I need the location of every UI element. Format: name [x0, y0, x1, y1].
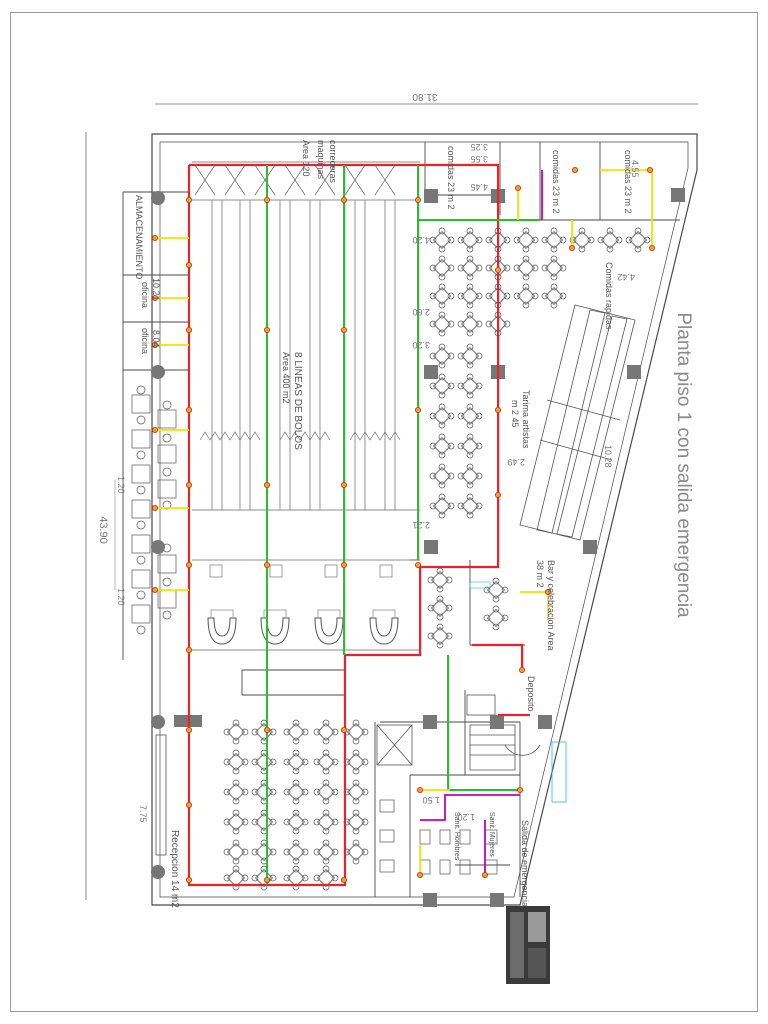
dim-7-75: 7.75: [138, 805, 148, 823]
dim-3-25: 3.25: [470, 142, 488, 152]
evacuation-route-red: [187, 163, 530, 887]
dim-1-20-wc: 1.20: [457, 812, 475, 822]
stairs-lift: [376, 694, 541, 771]
dim-3-20: 3.20: [412, 340, 430, 350]
emergency-lights: [151, 166, 655, 883]
label-salida: Salida de emergencia: [520, 820, 530, 907]
label-comidas-rapidas: Comidas rapidas: [604, 262, 614, 330]
label-recepcion: Recepcion 14 m2: [169, 830, 180, 908]
label-tarima-area: m 2 45: [510, 400, 520, 428]
label-oficina-1: oficina: [140, 282, 150, 308]
dimension-labels: 7.75 4.45 4.55 3.25 3.55 4.42 10.28 2.49…: [138, 142, 640, 823]
label-area-1: 10.21: [151, 278, 161, 301]
escalators: [519, 304, 636, 541]
cyan-annotations: [469, 581, 567, 803]
dim-2-21: 2.21: [412, 520, 430, 530]
label-correderas: correderas: [328, 140, 338, 184]
room-labels: ALMACENAMIENTO oficina oficina 10.21 8.0…: [134, 140, 633, 908]
dim-4-42: 4.42: [617, 272, 635, 282]
dim-3-55: 3.55: [470, 154, 488, 164]
ball-returns: [207, 564, 399, 645]
label-bar-area: 38 m 2: [535, 560, 545, 588]
bowling-lanes: [192, 161, 420, 651]
left-dimension: 43.90 1.20 1.20: [85, 132, 126, 900]
label-area-120: Area 120: [301, 140, 311, 177]
wc-route-magenta: [420, 170, 543, 875]
top-dimension: 31.80: [155, 91, 698, 105]
label-almacenamiento: ALMACENAMIENTO: [134, 195, 144, 279]
dim-10-28: 10.28: [603, 445, 613, 468]
emergency-exit-photo: [506, 906, 550, 984]
label-tarima: Tarima artistas: [521, 390, 531, 449]
interior-walls: [122, 142, 680, 897]
dim-1-50: 1.50: [422, 795, 440, 805]
label-deposito: Deposito: [526, 676, 536, 712]
label-bar: Bar y celebracion Area: [546, 560, 556, 651]
evacuation-route-green: [266, 165, 540, 885]
dim-2-60: 2.60: [412, 307, 430, 317]
dim-4-20: 4.20: [412, 235, 430, 245]
label-comidas-1: comidas 23 m 2: [446, 146, 456, 210]
dim-4-45: 4.45: [470, 182, 488, 192]
restroom-fixtures: [379, 799, 498, 875]
label-sanitario-1: Sanit. Hombres: [453, 812, 460, 861]
label-comidas-3: comidas 23 m 2: [623, 150, 633, 214]
label-oficina-2: oficina: [140, 328, 150, 354]
dim-4-55: 4.55: [630, 160, 640, 178]
label-lineas-bolos: 8 LINEAS DE BOLOS: [292, 352, 303, 450]
label-sanitario-2: Sanit. Mujeres: [488, 812, 495, 857]
dim-width-total: 31.80: [412, 91, 437, 102]
dim-height-total: 43.90: [97, 516, 109, 544]
dim-1-20-b: 1.20: [116, 588, 126, 606]
reception-counter: [155, 734, 167, 856]
sheet-frame: [10, 12, 758, 1012]
dim-1-20-a: 1.20: [116, 476, 126, 494]
label-comidas-2: comidas 23 m 2: [551, 150, 561, 214]
plan-title: Planta piso 1 con salida emergencia: [673, 312, 694, 618]
branch-lines-yellow: [155, 169, 653, 875]
label-area-bolos: Area 400 m2: [281, 352, 291, 404]
dim-2-49: 2.49: [507, 457, 525, 467]
label-area-2: 8.04: [151, 330, 161, 348]
structural-columns: [151, 188, 685, 907]
label-maquinas: maquinas: [316, 140, 326, 180]
